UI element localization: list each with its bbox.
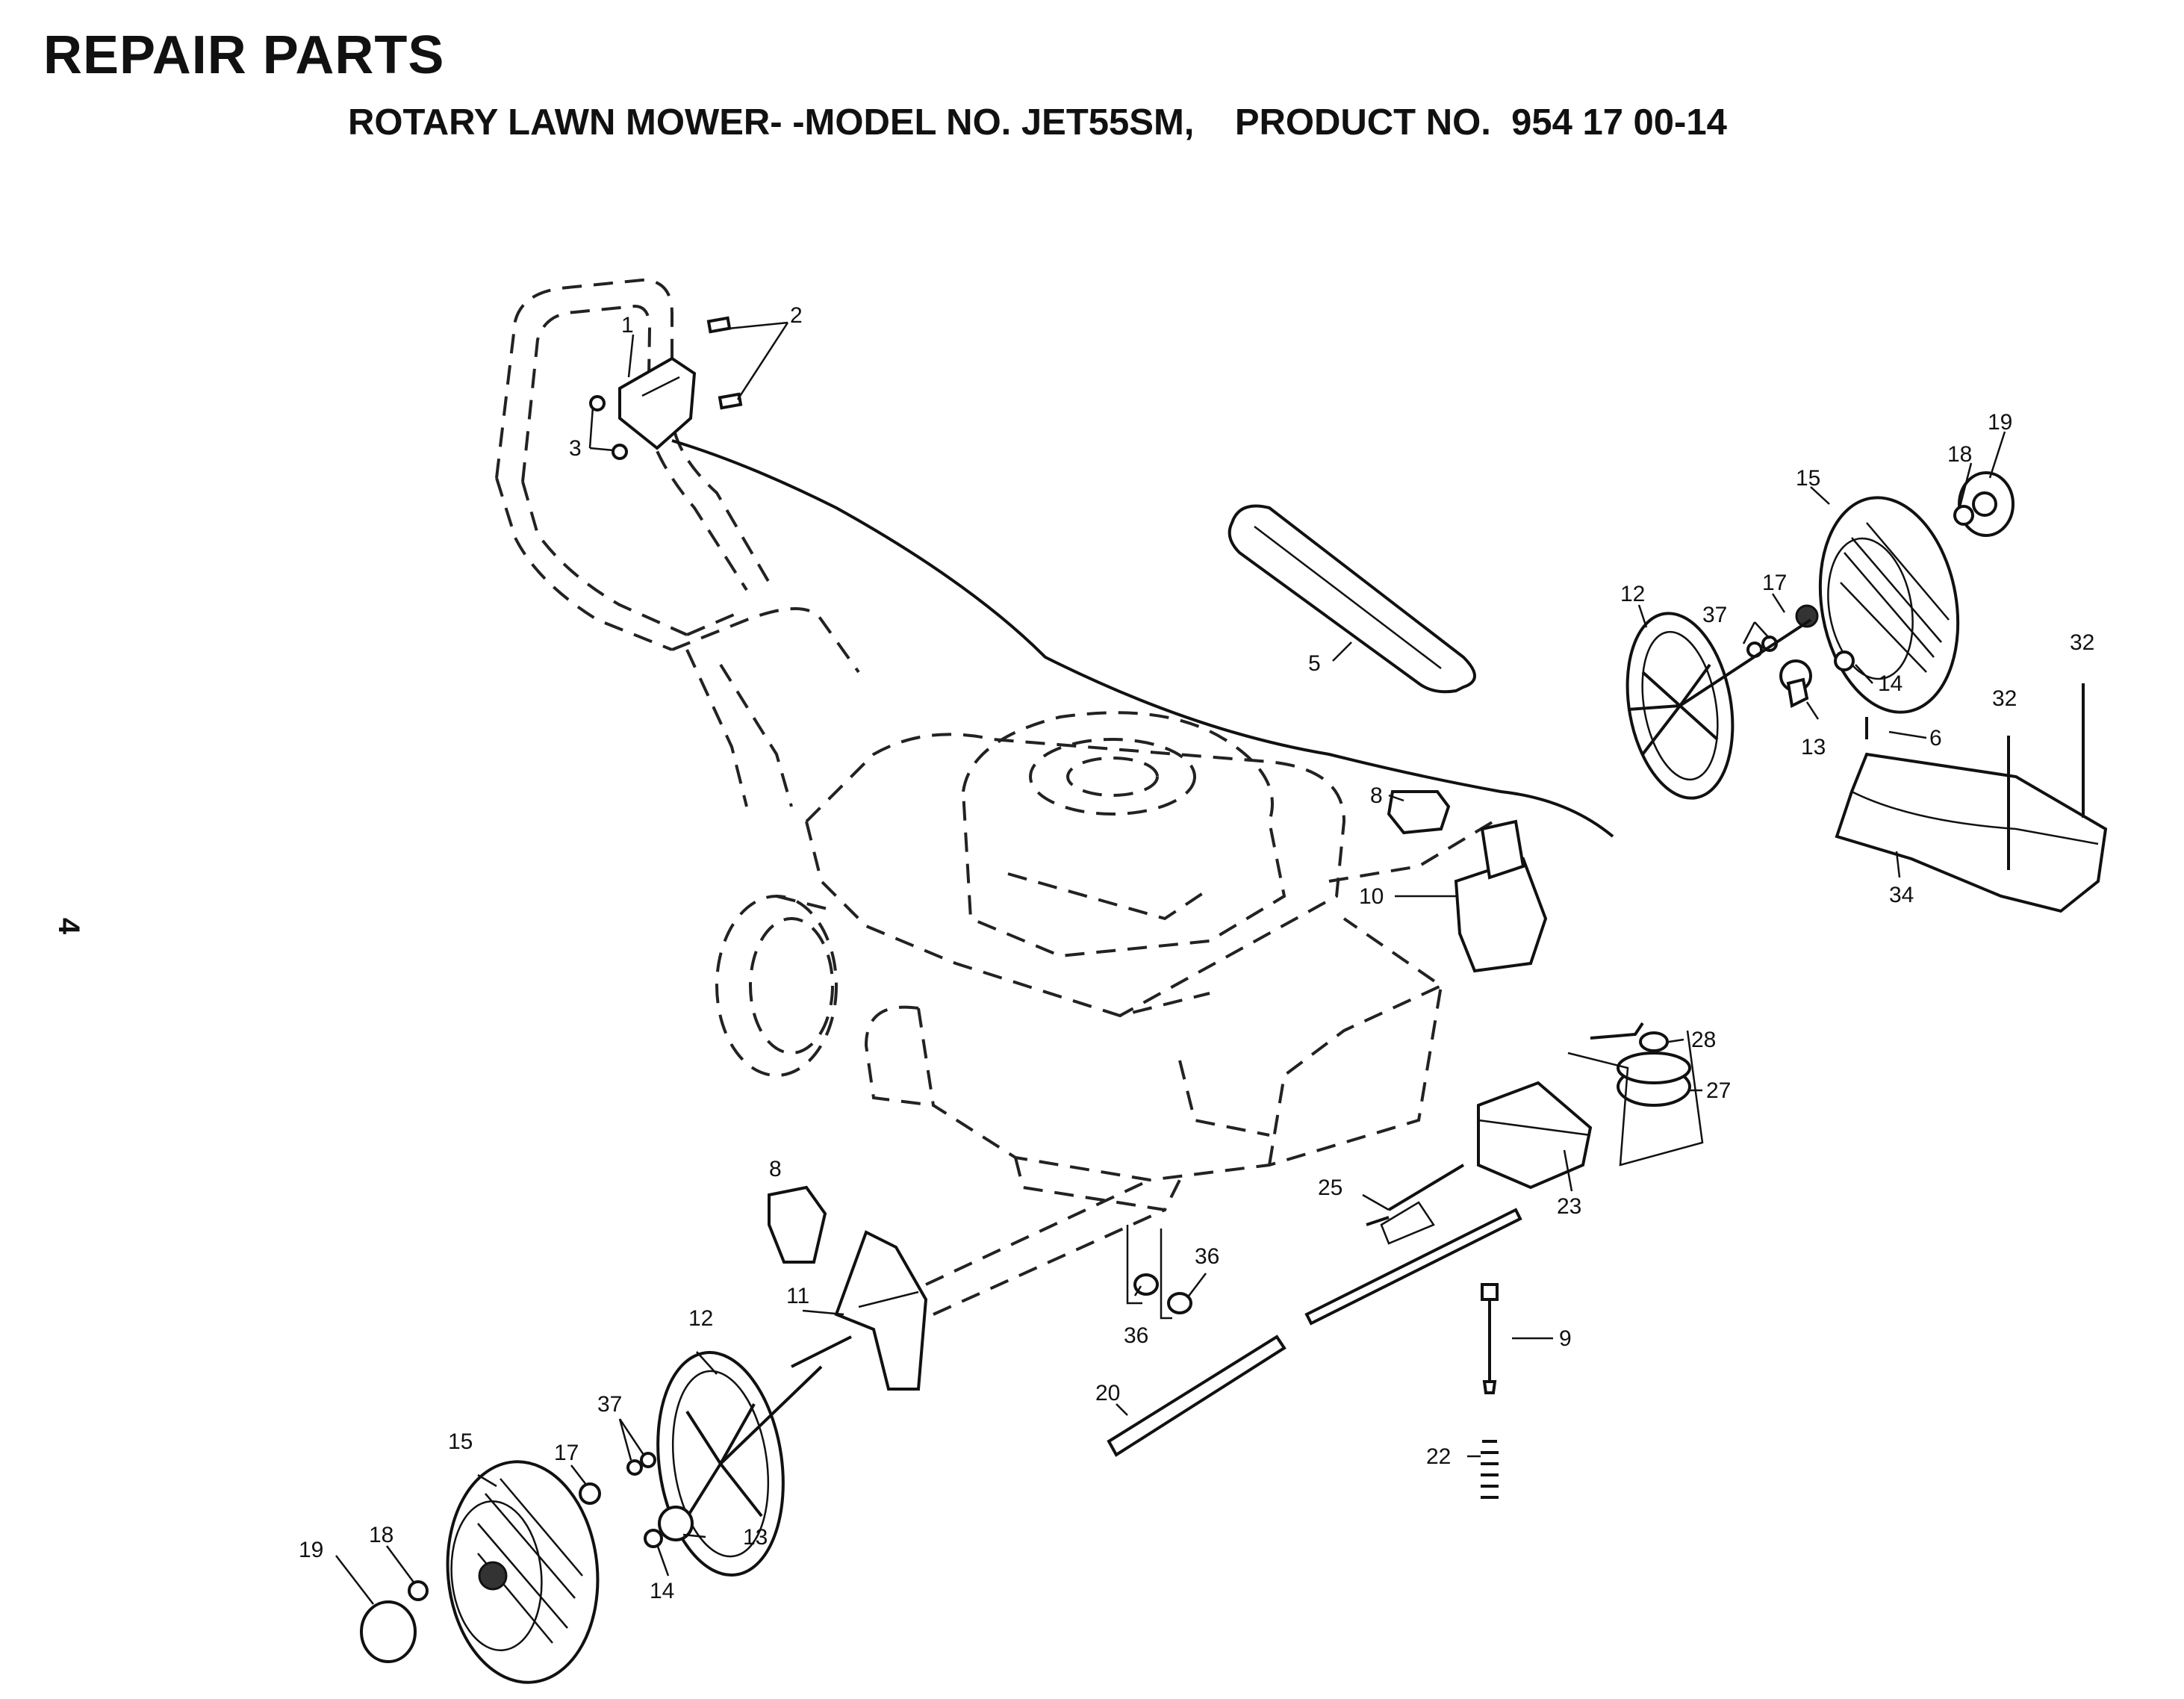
callout-17-right: 17: [1762, 571, 1787, 595]
callout-15-right: 15: [1796, 466, 1820, 491]
callout-14-right: 14: [1878, 671, 1903, 696]
callout-32-a: 32: [1992, 686, 2017, 711]
callout-20: 20: [1095, 1381, 1120, 1406]
leader-lines: [335, 321, 2006, 1605]
spring-and-pin: [1481, 1283, 1499, 1499]
transmission: [1366, 1022, 1704, 1245]
callout-9: 9: [1559, 1326, 1572, 1351]
callout-18-left: 18: [369, 1523, 393, 1547]
callout-15-left: 15: [448, 1429, 473, 1454]
callout-19-left: 19: [299, 1538, 323, 1562]
callout-34: 34: [1889, 883, 1914, 907]
callout-11: 11: [786, 1284, 809, 1308]
callout-12-right: 12: [1620, 582, 1645, 606]
callout-23: 23: [1557, 1194, 1581, 1219]
callout-5: 5: [1308, 651, 1321, 676]
callout-3: 3: [569, 436, 582, 461]
callout-37-right: 37: [1702, 603, 1727, 627]
rear-shield: [1835, 683, 2108, 913]
model-subtitle: ROTARY LAWN MOWER- -MODEL NO. JET55SM, P…: [348, 102, 1727, 143]
callout-12-left: 12: [688, 1306, 713, 1331]
callout-13-right: 13: [1801, 735, 1826, 760]
bushings: [1126, 1225, 1192, 1320]
callout-18-right: 18: [1947, 442, 1972, 467]
callout-8-top: 8: [1370, 783, 1383, 808]
callout-32-b: 32: [2070, 630, 2094, 655]
front-wheel-assembly: [360, 1335, 852, 1684]
throttle-control: [589, 316, 1614, 838]
callout-2: 2: [790, 303, 803, 328]
callout-13-left: 13: [743, 1525, 768, 1550]
callout-36-b: 36: [1195, 1244, 1219, 1269]
callout-36-a: 36: [1124, 1323, 1148, 1348]
callout-37-left: 37: [597, 1392, 622, 1417]
callout-10: 10: [1359, 884, 1384, 909]
callout-27: 27: [1706, 1078, 1731, 1103]
callout-19-right: 19: [1988, 410, 2012, 435]
rear-wheel-assembly: [1625, 471, 2015, 800]
axle-rods: [1107, 1208, 1522, 1457]
callout-17-left: 17: [554, 1441, 579, 1465]
callout-6: 6: [1929, 726, 1942, 751]
callout-labels: 1 2 3 5 6 8 10 12 9 8 11 12 13 13 14 14 …: [299, 303, 2094, 1603]
callout-22: 22: [1426, 1444, 1451, 1469]
callout-25: 25: [1318, 1175, 1343, 1200]
page-title: REPAIR PARTS: [43, 25, 445, 85]
height-adjusters: [768, 790, 1548, 1391]
callout-1: 1: [621, 313, 634, 338]
callout-14-left: 14: [650, 1579, 674, 1603]
drive-belt: [1228, 504, 1476, 694]
mower-outline: [495, 278, 1495, 1316]
callout-8-bottom: 8: [769, 1157, 782, 1181]
callout-28: 28: [1691, 1028, 1716, 1052]
